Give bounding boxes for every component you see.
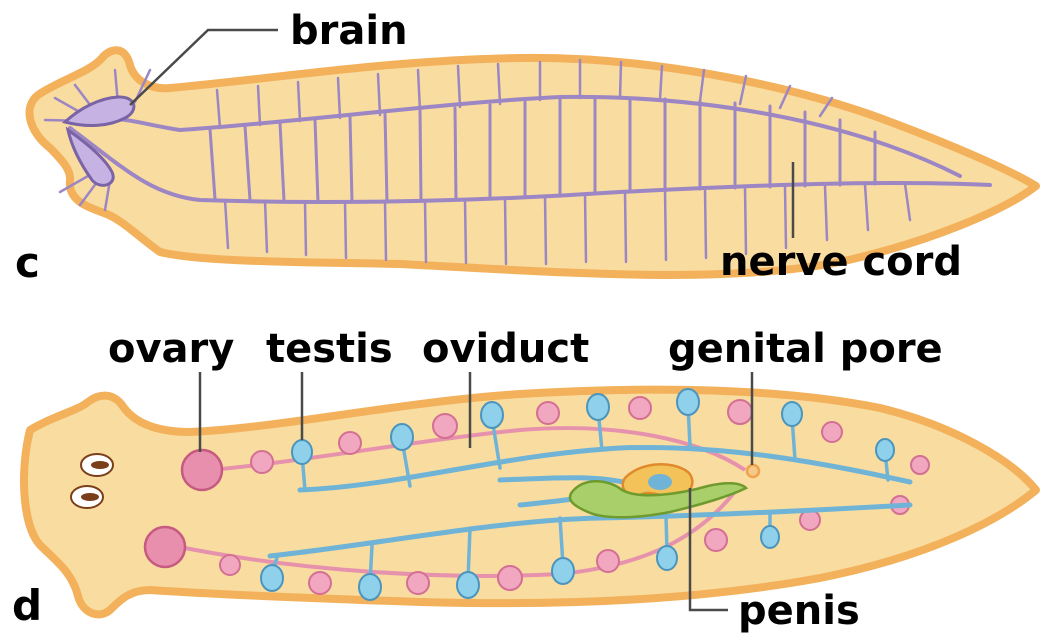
pigment-cup <box>81 493 99 501</box>
panel-d: ovary testis oviduct genital pore penis … <box>12 326 1036 634</box>
penis-label: penis <box>738 588 860 634</box>
seminal-vesicle-inner <box>648 474 672 490</box>
panel-c-letter: c <box>15 238 40 287</box>
pigment-cup <box>91 461 109 469</box>
ovary-lower <box>145 527 185 567</box>
panel-d-letter: d <box>12 581 42 630</box>
ovary-label: ovary <box>108 326 234 372</box>
genital-pore-icon <box>747 465 759 477</box>
panel-c: brain nerve cord c <box>15 8 1036 287</box>
ovary-upper <box>182 450 222 490</box>
brain-label: brain <box>290 8 408 54</box>
oviduct-label: oviduct <box>422 326 589 372</box>
genital-pore-label: genital pore <box>668 326 943 372</box>
testis-label: testis <box>266 326 393 372</box>
nerve-cord-label: nerve cord <box>720 239 962 285</box>
